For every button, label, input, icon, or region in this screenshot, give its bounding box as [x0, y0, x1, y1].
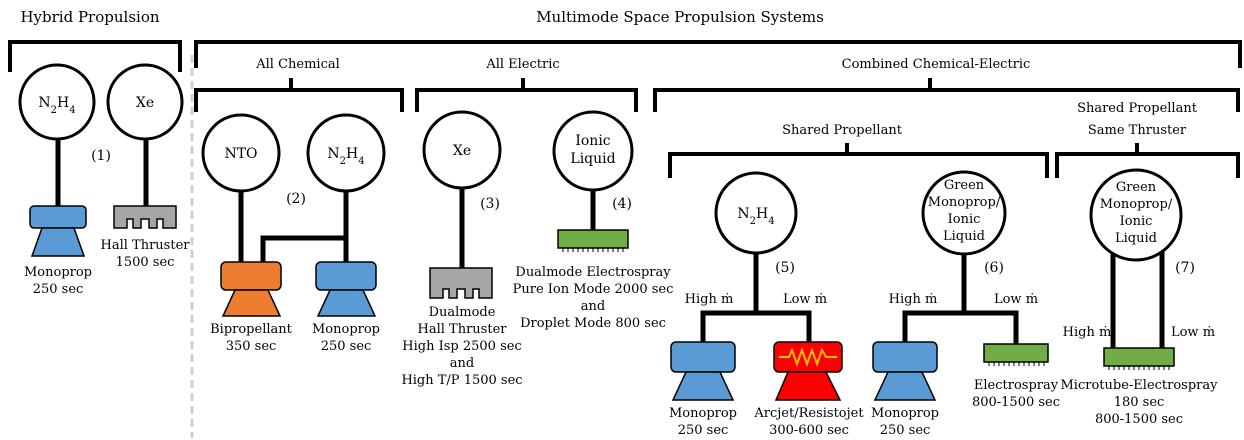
header-same-thruster-1: Shared Propellant [1077, 101, 1198, 116]
label-dm-hall-1: Dualmode [429, 305, 496, 320]
bracket-same-thruster [1055, 143, 1240, 178]
tank-ionic-liquid [552, 110, 634, 192]
flow-low-6: Low ṁ [994, 292, 1038, 307]
label-monoprop: Monoprop [24, 265, 92, 280]
system-number-2: (2) [286, 191, 306, 207]
label-hall: Hall Thruster [101, 238, 191, 253]
system-number-5: (5) [775, 260, 795, 276]
header-all-electric: All Electric [485, 57, 559, 72]
label-monoprop-shared: Monoprop [669, 406, 737, 421]
tank-green-same-label-1: Green [1116, 180, 1157, 195]
dualmode-electrospray [557, 229, 629, 252]
tank-nto [201, 113, 281, 193]
label-electrospray-isp: 800-1500 sec [972, 395, 1060, 410]
monoprop-thruster [29, 205, 87, 257]
system-number-6: (6) [984, 260, 1004, 276]
bipropellant-thruster [220, 261, 282, 317]
label-monoprop-green-isp: 250 sec [880, 423, 931, 438]
tank-green-label-4: Liquid [943, 229, 985, 244]
label-monoprop-isp: 250 sec [33, 282, 84, 297]
bracket-shared-propellant [668, 143, 1049, 178]
monoprop-thruster-green [872, 341, 938, 401]
label-monoprop-shared-isp: 250 sec [678, 423, 729, 438]
label-dm-es-4: Droplet Mode 800 sec [520, 316, 666, 331]
system-number-4: (4) [612, 196, 632, 212]
flow-low-7: Low ṁ [1171, 325, 1215, 340]
tank-green-label-1: Green [944, 178, 985, 193]
flow-low-5: Low ṁ [783, 292, 827, 307]
tank-nto-label: NTO [224, 146, 257, 162]
flow-high-6: High ṁ [889, 292, 938, 307]
label-dm-es-1: Dualmode Electrospray [515, 265, 671, 280]
label-monoprop-green: Monoprop [871, 406, 939, 421]
tank-n2h4-chem [306, 113, 386, 193]
tank-xe-label: Xe [136, 95, 154, 111]
label-dm-es-3: and [581, 299, 605, 314]
tank-n2h4-label: N2H4 [38, 95, 75, 116]
label-microtube-isp-1: 180 sec [1114, 395, 1165, 410]
flow-high-5: High ṁ [685, 292, 734, 307]
label-hall-isp: 1500 sec [116, 255, 175, 270]
system-number-3: (3) [480, 196, 500, 212]
arcjet-resistojet-thruster [773, 341, 843, 401]
tank-green-same-label-4: Liquid [1115, 231, 1157, 246]
bracket-multimode [194, 40, 1242, 68]
label-dm-es-2: Pure Ion Mode 2000 sec [513, 282, 674, 297]
label-monoprop-chem: Monoprop [312, 322, 380, 337]
tank-ionic-label-2: Liquid [570, 151, 615, 167]
label-dm-hall-3: High Isp 2500 sec [402, 339, 521, 354]
tank-green-same-label-2: Monoprop/ [1100, 197, 1173, 212]
tank-green-monoprop [921, 170, 1007, 256]
label-arcjet: Arcjet/Resistojet [753, 406, 864, 421]
bracket-combined [653, 78, 1240, 112]
hall-thruster [113, 205, 177, 229]
tank-green-label-2: Monoprop/ [928, 195, 1001, 210]
tank-ionic-label-1: Ionic [575, 133, 610, 149]
tank-green-monoprop-same [1089, 168, 1183, 262]
dualmode-hall-thruster [429, 267, 493, 299]
label-arcjet-isp: 300-600 sec [769, 423, 849, 438]
system-number-7: (7) [1175, 260, 1195, 276]
electrospray-thruster [983, 343, 1049, 366]
tank-n2h4 [18, 63, 96, 141]
tank-xe-electric-label: Xe [453, 143, 471, 159]
label-dm-hall-5: High T/P 1500 sec [401, 373, 522, 388]
tank-green-label-3: Ionic [948, 212, 981, 227]
header-all-chemical: All Chemical [255, 57, 340, 72]
label-dm-hall-2: Hall Thruster [418, 322, 508, 337]
label-microtube-isp-2: 800-1500 sec [1095, 412, 1183, 427]
bracket-all-chemical [194, 78, 404, 112]
label-bipropellant: Bipropellant [210, 322, 293, 337]
tank-n2h4-chem-label: N2H4 [327, 146, 364, 167]
header-same-thruster-2: Same Thruster [1088, 123, 1187, 138]
tank-n2h4-shared [714, 171, 798, 255]
header-hybrid: Hybrid Propulsion [20, 8, 159, 26]
header-multimode: Multimode Space Propulsion Systems [536, 8, 824, 26]
label-microtube: Microtube-Electrospray [1061, 378, 1219, 393]
tank-xe-electric [422, 110, 502, 190]
monoprop-thruster-shared [670, 341, 736, 401]
tank-green-same-label-3: Ionic [1120, 214, 1153, 229]
label-monoprop-chem-isp: 250 sec [321, 339, 372, 354]
label-electrospray: Electrospray [974, 378, 1059, 393]
label-bipropellant-isp: 350 sec [226, 339, 277, 354]
tank-xe [106, 63, 184, 141]
monoprop-thruster-chem [315, 261, 377, 317]
label-dm-hall-4: and [450, 356, 474, 371]
bracket-hybrid [8, 40, 182, 72]
bracket-all-electric [415, 78, 638, 112]
resistor-icon [779, 347, 837, 367]
header-shared-propellant: Shared Propellant [782, 123, 903, 138]
tank-n2h4-shared-label: N2H4 [737, 206, 774, 227]
microtube-electrospray-thruster [1103, 347, 1175, 370]
system-number-1: (1) [91, 148, 111, 164]
header-combined: Combined Chemical-Electric [842, 57, 1031, 72]
flow-high-7: High ṁ [1063, 325, 1112, 340]
